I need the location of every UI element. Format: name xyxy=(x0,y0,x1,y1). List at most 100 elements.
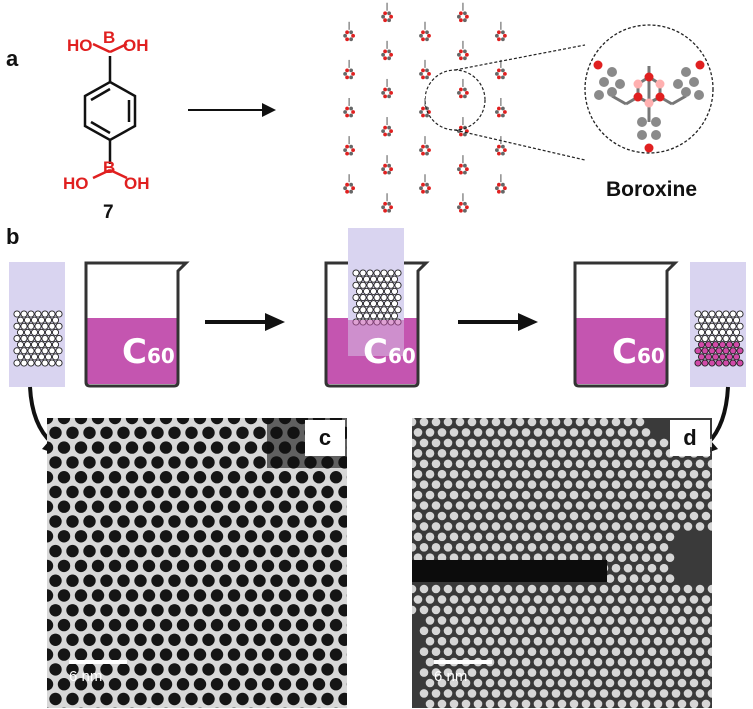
stm-molecule xyxy=(593,469,603,479)
stm-molecule xyxy=(617,678,627,688)
stm-pore xyxy=(329,589,343,602)
stm-molecule xyxy=(443,501,453,510)
stm-molecule xyxy=(521,699,531,708)
hex-cell xyxy=(722,310,730,318)
stm-molecule xyxy=(473,490,483,500)
stm-molecule xyxy=(635,418,645,427)
hex-cell xyxy=(729,310,737,318)
stm-molecule xyxy=(599,522,609,531)
stm-molecule xyxy=(635,647,645,656)
stm-molecule xyxy=(611,584,621,594)
stm-molecule xyxy=(623,522,633,531)
stm-pore xyxy=(47,530,54,543)
stm-molecule xyxy=(641,449,651,458)
stm-molecule xyxy=(497,616,507,625)
stm-molecule xyxy=(701,595,711,604)
stm-pore xyxy=(219,515,232,528)
stm-pore xyxy=(176,500,190,513)
stm-pore xyxy=(304,663,317,676)
hex-cell xyxy=(44,328,53,336)
stm-molecule xyxy=(593,449,603,458)
stm-molecule xyxy=(563,418,573,427)
stm-molecule xyxy=(509,511,519,521)
stm-molecule xyxy=(515,647,525,656)
stm-molecule xyxy=(677,616,687,625)
hex-cell xyxy=(51,328,60,336)
stm-image-c: c 6 nm xyxy=(47,418,347,708)
stm-pore xyxy=(329,678,343,691)
stm-pore xyxy=(287,574,300,587)
stm-molecule xyxy=(461,490,471,500)
cof-unit xyxy=(343,136,355,156)
hex-cell xyxy=(30,353,39,361)
stm-molecule xyxy=(677,699,687,708)
hex-cell xyxy=(387,306,395,314)
stm-pore xyxy=(66,515,79,528)
stm-pore xyxy=(329,471,343,484)
stm-molecule xyxy=(503,584,513,594)
panel-label-c: c xyxy=(305,420,345,456)
stm-pore xyxy=(261,500,275,513)
stm-molecule xyxy=(659,647,669,656)
stm-molecule xyxy=(575,438,585,448)
stm-molecule xyxy=(605,490,615,500)
hex-cell xyxy=(359,281,367,289)
stm-pore xyxy=(74,678,88,691)
stm-molecule xyxy=(437,532,447,542)
stm-pore xyxy=(210,441,224,454)
hex-cell xyxy=(722,322,730,330)
c60-label-1: C60 xyxy=(122,332,175,372)
stm-molecule xyxy=(563,438,573,448)
stm-molecule xyxy=(473,595,483,604)
stm-molecule xyxy=(533,616,543,625)
stm-molecule xyxy=(641,532,651,542)
c60-label-2: C60 xyxy=(363,332,416,372)
stm-molecule xyxy=(551,543,561,552)
hex-cell xyxy=(16,316,25,324)
stm-molecule xyxy=(431,626,441,636)
stm-molecule xyxy=(419,418,429,427)
stm-molecule xyxy=(431,689,441,698)
stm-pore xyxy=(168,604,181,617)
stm-molecule xyxy=(599,501,609,510)
hex-cell xyxy=(44,316,53,324)
hex-cell xyxy=(697,341,706,349)
stm-pore xyxy=(66,604,79,617)
stm-molecule xyxy=(485,678,495,688)
scale-bar-c xyxy=(69,660,127,664)
stm-molecule xyxy=(611,459,621,469)
stm-molecule xyxy=(515,584,525,594)
stm-pore xyxy=(117,663,130,676)
stm-pore xyxy=(202,544,215,558)
hex-cell xyxy=(697,316,706,324)
stm-pore xyxy=(151,485,164,499)
stm-molecule xyxy=(707,689,712,698)
stm-molecule xyxy=(419,689,429,698)
stm-molecule xyxy=(665,595,675,604)
stm-pore xyxy=(185,426,198,439)
hex-cell xyxy=(718,316,727,324)
stm-molecule xyxy=(467,668,477,677)
stm-molecule xyxy=(689,469,699,479)
stm-molecule xyxy=(461,699,471,708)
stm-pore xyxy=(236,456,249,469)
hex-cell xyxy=(51,341,60,349)
stm-molecule xyxy=(701,511,711,521)
hex-cell xyxy=(736,334,744,343)
stm-molecule xyxy=(695,480,705,489)
stm-molecule xyxy=(545,490,555,500)
stm-pore xyxy=(159,648,173,661)
stm-molecule xyxy=(545,469,555,479)
stm-pore xyxy=(168,692,181,706)
stm-molecule xyxy=(695,647,705,656)
stm-molecule xyxy=(653,532,663,542)
stm-molecule xyxy=(491,647,501,656)
stm-pore xyxy=(261,530,275,543)
stm-molecule xyxy=(419,459,429,469)
cof-unit xyxy=(457,193,469,213)
stm-pore xyxy=(244,418,258,425)
stm-pore xyxy=(168,426,181,439)
stm-molecule xyxy=(455,668,465,677)
stm-molecule xyxy=(707,647,712,656)
stm-molecule xyxy=(467,522,477,531)
